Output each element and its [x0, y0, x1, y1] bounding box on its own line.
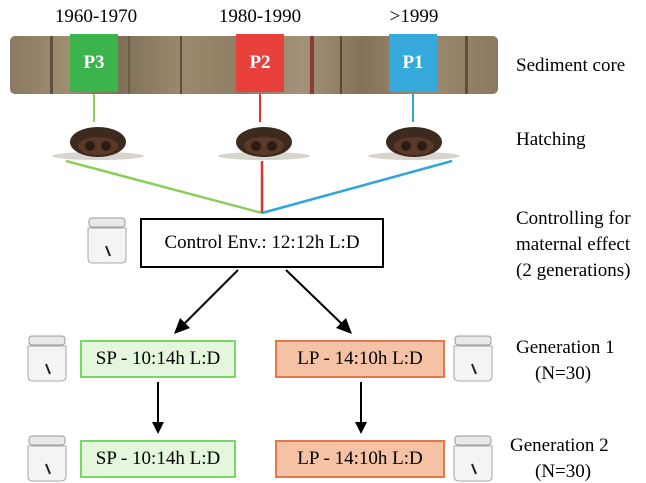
jar-icon [453, 435, 493, 482]
period-label-p3: 1960-1970 [54, 6, 138, 27]
controlling-label-line2: maternal effect [516, 234, 631, 255]
generation1-label-line1: Generation 1 [516, 337, 615, 358]
sample-p2-label: P2 [249, 52, 271, 73]
controlling-label-line1: Controlling for [516, 208, 631, 229]
sp-box-gen2: SP - 10:14h L:D [80, 440, 236, 478]
sample-p1: P1 [389, 34, 437, 92]
lp-box-gen1: LP - 14:10h L:D [275, 340, 445, 378]
generation2-label-line2: (N=30) [535, 461, 592, 482]
jar-icon [453, 335, 493, 382]
sample-p3: P3 [70, 34, 118, 92]
snail-icon [52, 127, 144, 160]
snail-p3 [50, 122, 146, 162]
sample-p3-label: P3 [83, 52, 105, 73]
sediment-core-label: Sediment core [516, 55, 626, 76]
controlling-label-line3: (2 generations) [516, 260, 631, 281]
sample-p1-label: P1 [402, 52, 424, 73]
sp-box-gen1: SP - 10:14h L:D [80, 340, 236, 378]
period-label-p2: 1980-1990 [218, 6, 302, 27]
control-environment-box: Control Env.: 12:12h L:D [140, 218, 384, 268]
sample-p2: P2 [236, 34, 284, 92]
period-label-p1: >1999 [389, 6, 439, 27]
lp-box-gen2: LP - 14:10h L:D [275, 440, 445, 478]
jar-icon [87, 217, 127, 264]
jar-icon [27, 435, 67, 482]
generation2-label-line1: Generation 2 [510, 435, 609, 456]
hatching-label: Hatching [516, 129, 586, 150]
jar-icon [27, 335, 67, 382]
snail-icon [368, 127, 460, 160]
snail-icon [218, 127, 310, 160]
generation1-label-line2: (N=30) [535, 363, 592, 384]
